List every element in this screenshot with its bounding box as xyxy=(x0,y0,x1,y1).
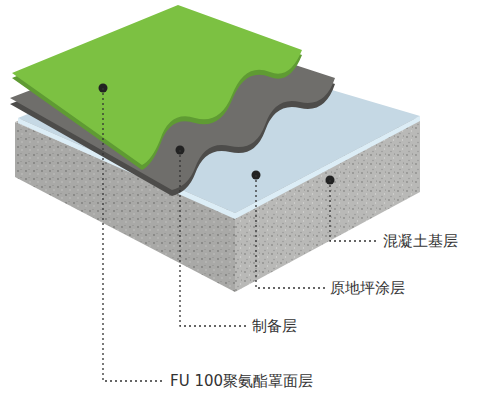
leader-lines xyxy=(103,88,378,381)
layer-label: 制备层 xyxy=(252,317,297,335)
topcoat-layer xyxy=(12,5,302,170)
layer-label: 混凝土基层 xyxy=(383,232,458,250)
layer-label: FU 100聚氨酯罩面层 xyxy=(170,372,313,390)
layer-label: 原地坪涂层 xyxy=(330,279,405,297)
callout-dots xyxy=(99,84,335,185)
